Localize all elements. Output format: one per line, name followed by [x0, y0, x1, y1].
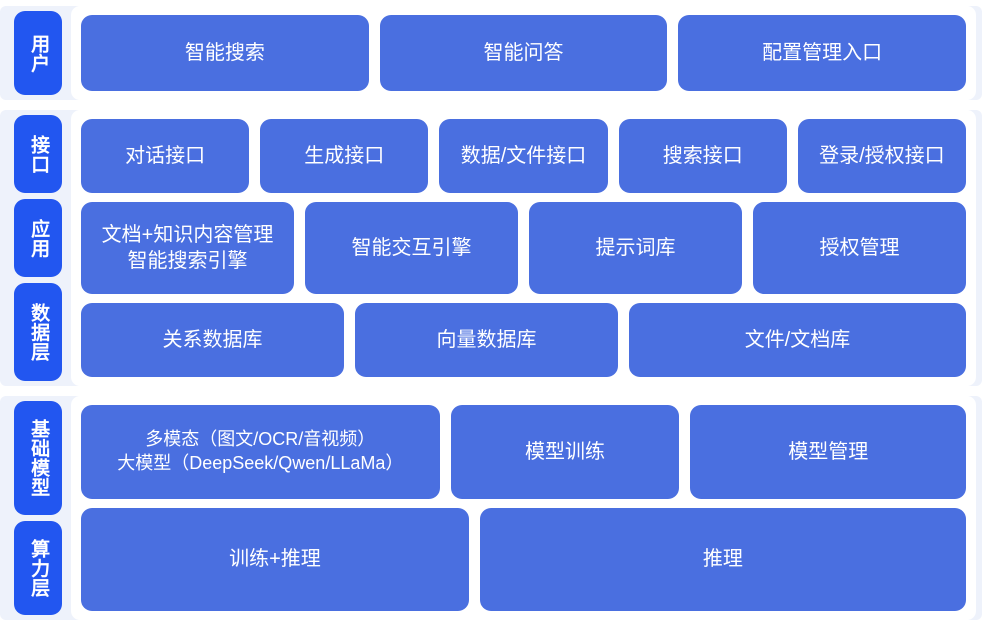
layer-tab[interactable]: 算力层 [14, 520, 62, 615]
module-box[interactable]: 搜索接口 [618, 119, 787, 193]
user-row: 智能搜索智能问答配置管理入口 [81, 15, 967, 91]
module-box[interactable]: 提示词库 [529, 202, 742, 294]
module-box[interactable]: 智能搜索 [81, 15, 369, 91]
module-box[interactable]: 数据/文件接口 [439, 119, 608, 193]
interface-row: 对话接口生成接口数据/文件接口搜索接口登录/授权接口 [81, 119, 967, 193]
panel-middle: 对话接口生成接口数据/文件接口搜索接口登录/授权接口文档+知识内容管理 智能搜索… [71, 110, 976, 386]
module-box[interactable]: 登录/授权接口 [797, 119, 967, 193]
panel-bottom: 多模态（图文/OCR/音视频） 大模型（DeepSeek/Qwen/LLaMa）… [71, 396, 976, 620]
module-box[interactable]: 智能交互引擎 [305, 202, 518, 294]
module-box[interactable]: 推理 [479, 507, 966, 611]
band-middle: 接口应用数据层对话接口生成接口数据/文件接口搜索接口登录/授权接口文档+知识内容… [0, 110, 982, 386]
band-bottom: 基础模型算力层多模态（图文/OCR/音视频） 大模型（DeepSeek/Qwen… [0, 396, 982, 620]
layer-tab[interactable]: 应用 [14, 199, 62, 278]
panel-user: 智能搜索智能问答配置管理入口 [71, 6, 976, 100]
module-box[interactable]: 关系数据库 [81, 303, 344, 377]
module-box[interactable]: 文件/文档库 [628, 303, 966, 377]
module-box[interactable]: 对话接口 [81, 119, 250, 193]
data-row: 关系数据库向量数据库文件/文档库 [81, 303, 966, 377]
band-user: 用户智能搜索智能问答配置管理入口 [0, 6, 982, 100]
rail-bottom: 基础模型算力层 [14, 396, 62, 620]
module-box[interactable]: 文档+知识内容管理 智能搜索引擎 [81, 202, 294, 294]
layer-tab[interactable]: 接口 [14, 115, 62, 194]
module-box[interactable]: 模型管理 [690, 405, 966, 499]
module-box[interactable]: 授权管理 [753, 202, 966, 294]
module-box[interactable]: 配置管理入口 [678, 15, 967, 91]
layer-tab[interactable]: 数据层 [14, 283, 62, 382]
layer-tab[interactable]: 基础模型 [14, 401, 62, 515]
module-box[interactable]: 多模态（图文/OCR/音视频） 大模型（DeepSeek/Qwen/LLaMa） [81, 405, 440, 499]
module-box[interactable]: 向量数据库 [354, 303, 618, 377]
module-box[interactable]: 智能问答 [379, 15, 668, 91]
model-row: 多模态（图文/OCR/音视频） 大模型（DeepSeek/Qwen/LLaMa）… [81, 405, 966, 499]
module-box[interactable]: 模型训练 [450, 405, 680, 499]
application-row: 文档+知识内容管理 智能搜索引擎智能交互引擎提示词库授权管理 [81, 202, 966, 294]
module-box[interactable]: 训练+推理 [81, 507, 469, 611]
rail-middle: 接口应用数据层 [14, 110, 62, 386]
layer-tab[interactable]: 用户 [14, 11, 62, 95]
power-row: 训练+推理推理 [81, 507, 966, 611]
module-box[interactable]: 生成接口 [260, 119, 429, 193]
rail-user: 用户 [14, 6, 62, 100]
